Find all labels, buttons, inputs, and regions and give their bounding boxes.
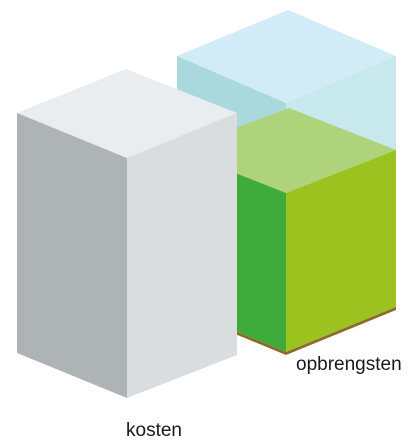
cost-top-face [17, 69, 237, 158]
revenues-label: opbrengsten [296, 354, 402, 375]
cost-front-face [127, 113, 237, 398]
cost-block [17, 69, 237, 398]
revenue-potential-top-face [177, 10, 396, 103]
costs-label: kosten [126, 420, 182, 441]
revenue-front-face [286, 150, 396, 352]
revenue-top-face [177, 108, 396, 193]
cost-side-face [17, 113, 127, 398]
